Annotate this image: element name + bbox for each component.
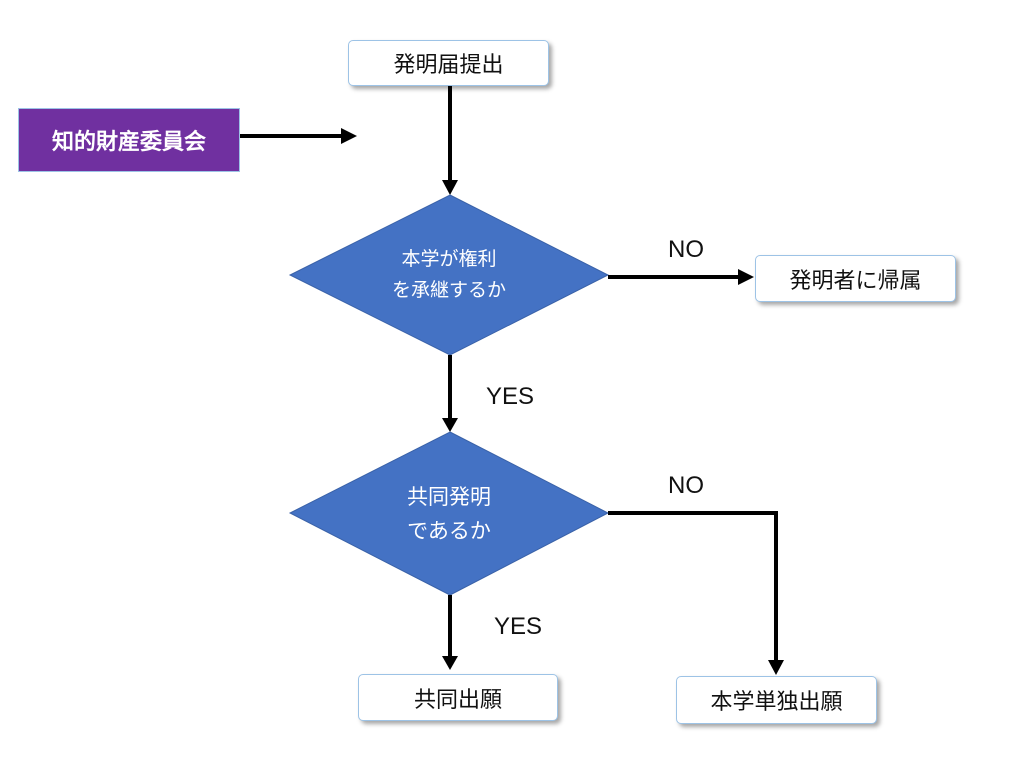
sole-filing-box: 本学単独出願 <box>676 676 877 724</box>
joint-no-label: NO <box>668 472 704 499</box>
decision-transfer-text: 本学が権利 を承継するか <box>290 195 608 355</box>
sole-filing-label: 本学単独出願 <box>710 690 843 715</box>
joint-no-arrowhead <box>768 660 784 675</box>
decision-transfer-line-1: 本学が権利 <box>401 248 497 270</box>
joint-filing-box: 共同出願 <box>358 674 558 721</box>
start-box: 発明届提出 <box>348 40 549 86</box>
transfer-no-arrowhead <box>738 269 754 285</box>
inventor-owned-box: 発明者に帰属 <box>755 255 956 302</box>
joint-yes-arrowhead <box>442 656 458 670</box>
decision-joint-line-1: 共同発明 <box>407 484 491 509</box>
joint-no-line <box>608 511 778 662</box>
start-label: 発明届提出 <box>393 53 504 78</box>
committee-arrowhead <box>341 128 357 144</box>
start-to-decision-arrowhead <box>442 180 458 195</box>
decision-transfer-line-2: を承継するか <box>391 279 506 301</box>
decision-joint-line-2: であるか <box>407 518 491 543</box>
transfer-no-label: NO <box>668 236 704 263</box>
decision-joint-text: 共同発明 であるか <box>290 432 608 595</box>
committee-box: 知的財産委員会 <box>18 108 240 172</box>
transfer-yes-label: YES <box>485 383 535 410</box>
inventor-owned-label: 発明者に帰属 <box>789 268 922 294</box>
joint-filing-label: 共同出願 <box>413 687 502 713</box>
transfer-yes-arrowhead <box>442 418 458 432</box>
joint-yes-label: YES <box>493 613 543 640</box>
committee-label: 知的財産委員会 <box>51 130 206 155</box>
